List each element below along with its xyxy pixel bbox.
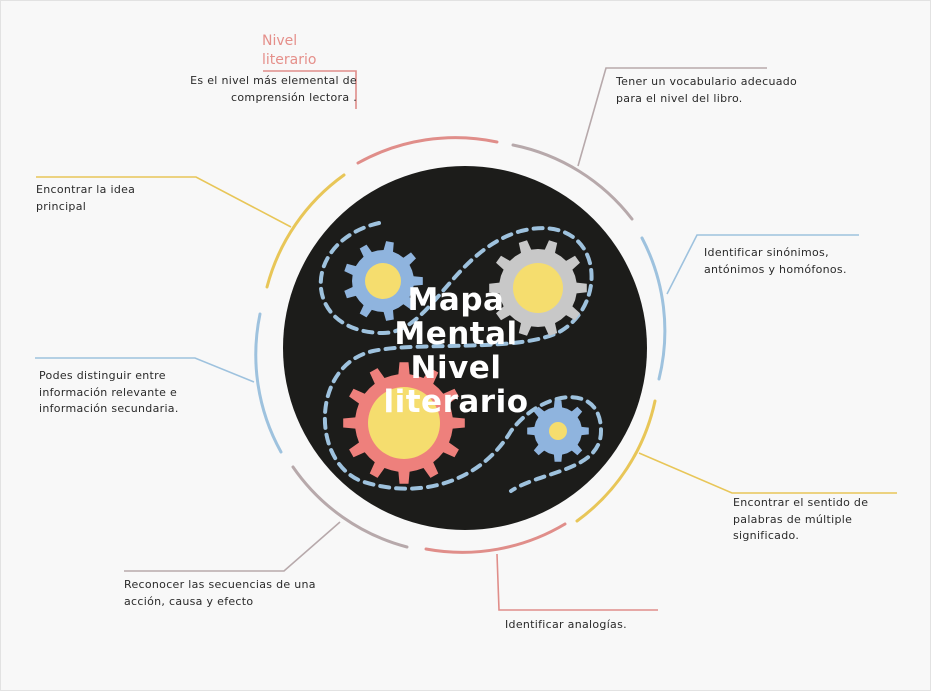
gears xyxy=(343,240,589,484)
connector-top xyxy=(263,70,357,109)
branch-analogias: Identificar analogías. xyxy=(505,618,627,631)
dashed-path-icon xyxy=(318,221,604,493)
top-node-text: Es el nivel más elemental de comprensión… xyxy=(190,74,357,104)
connector-secuencias xyxy=(124,521,341,572)
connector-vocabulario xyxy=(577,67,767,167)
ring-arc-top xyxy=(356,136,499,165)
center-title: Mapa Mental Nivel literario xyxy=(383,282,529,420)
connector-distinguir xyxy=(35,357,255,383)
gear-hub xyxy=(368,387,440,459)
branch-sinonimos: Identificar sinónimos, antónimos y homóf… xyxy=(704,246,847,276)
connector-sinonimos xyxy=(666,234,859,295)
branch-distinguir: Podes distinguir entre información relev… xyxy=(39,369,179,415)
connector-sentido xyxy=(638,452,897,494)
ring-arc-lower-left xyxy=(291,465,409,549)
connector-analogias xyxy=(496,553,658,611)
gear-hub xyxy=(513,263,563,313)
ring-arc-lower-right xyxy=(575,399,657,523)
ring-arc-bottom xyxy=(424,522,567,554)
branch-secuencias: Reconocer las secuencias de una acción, … xyxy=(124,578,316,608)
outer-ring xyxy=(254,136,667,554)
ring-arc-upper-left xyxy=(265,173,346,289)
connectors xyxy=(35,67,897,611)
gear-hub xyxy=(365,263,401,299)
ring-arc-top-right xyxy=(511,143,634,221)
branch-sentido: Encontrar el sentido de palabras de múlt… xyxy=(733,496,869,542)
branch-idea: Encontrar la idea principal xyxy=(36,183,136,213)
gear-hub xyxy=(549,422,567,440)
ring-arc-left xyxy=(254,312,283,454)
top-node-heading: Nivel literario xyxy=(262,33,317,68)
branch-vocabulario: Tener un vocabulario adecuado para el ni… xyxy=(616,75,798,105)
ring-arc-right xyxy=(640,236,667,381)
connector-idea xyxy=(36,176,292,228)
